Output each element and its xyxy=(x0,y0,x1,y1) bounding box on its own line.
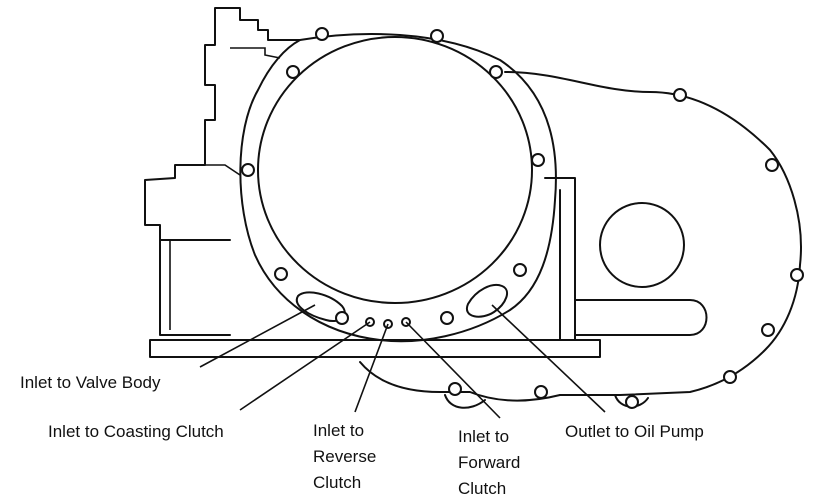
label-oil-pump: Outlet to Oil Pump xyxy=(565,422,704,441)
left-housing-detail xyxy=(169,47,281,330)
leader-reverse-clutch xyxy=(354,323,389,413)
lower-case-outline xyxy=(359,361,649,409)
label-reverse-clutch-line1: Inlet to xyxy=(313,421,364,440)
leader-coasting-clutch xyxy=(239,321,371,411)
case-body-outline xyxy=(504,71,802,396)
leader-oil-pump xyxy=(491,304,606,413)
leader-forward-clutch xyxy=(405,321,501,419)
bell-housing-inner xyxy=(257,36,533,304)
mounting-bar xyxy=(149,339,601,358)
bell-housing-outer xyxy=(239,33,557,343)
label-coasting-clutch: Inlet to Coasting Clutch xyxy=(48,422,224,441)
oil-pump-passage xyxy=(465,284,509,318)
label-forward-clutch-line2: Forward xyxy=(458,453,520,472)
left-housing-outline xyxy=(144,7,301,336)
label-forward-clutch-line1: Inlet to xyxy=(458,427,509,446)
leader-valve-body xyxy=(199,304,316,368)
label-valve-body: Inlet to Valve Body xyxy=(20,373,161,392)
label-reverse-clutch-line2: Reverse xyxy=(313,447,376,466)
label-forward-clutch-line3: Clutch xyxy=(458,479,506,498)
label-reverse-clutch-line3: Clutch xyxy=(313,473,361,492)
bolt-holes xyxy=(241,27,804,409)
round-bore xyxy=(599,202,685,288)
